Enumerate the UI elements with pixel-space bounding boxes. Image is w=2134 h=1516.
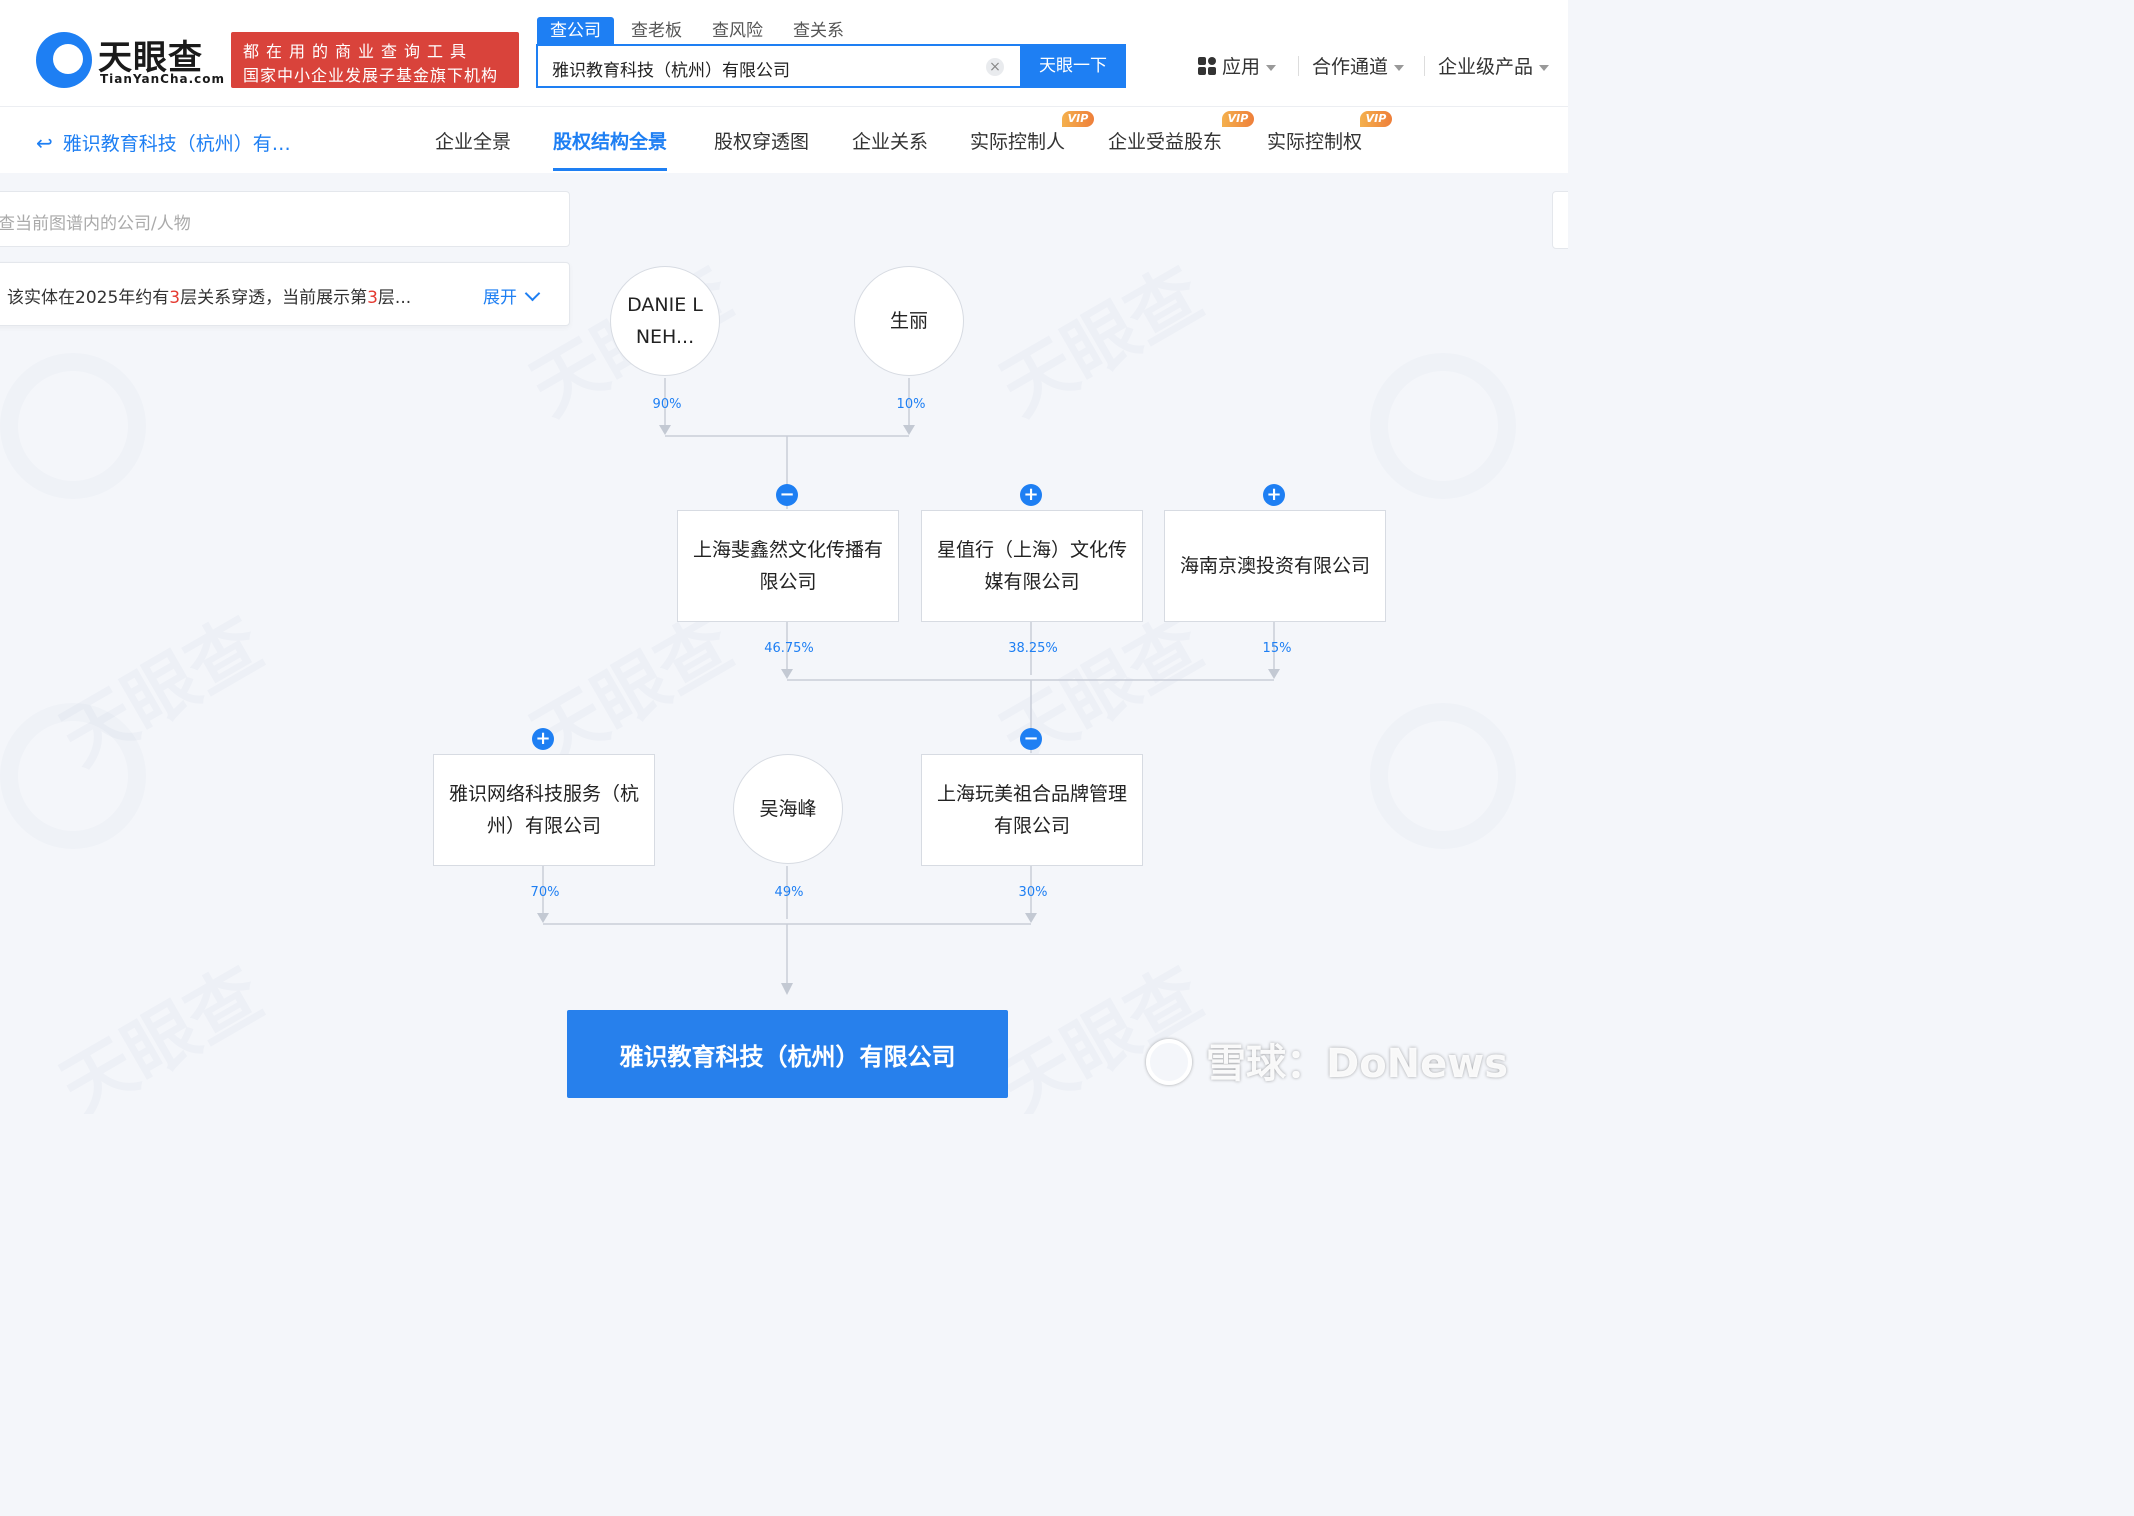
tab-search-company[interactable]: 查公司 (537, 17, 614, 45)
logo-text-en: TianYanCha.com (100, 72, 226, 86)
person-node[interactable]: DANIE L NEH... (610, 266, 720, 376)
layers-total: 3 (169, 288, 181, 308)
company-node[interactable]: 海南京澳投资有限公司 (1164, 510, 1386, 622)
search-button[interactable]: 天眼一下 (1020, 44, 1126, 88)
nav-divider (1298, 56, 1299, 76)
layers-shown: 3 (367, 288, 378, 308)
vip-badge: VIP (1062, 111, 1094, 127)
tab-search-relation[interactable]: 查关系 (793, 21, 844, 41)
share-percentage: 70% (530, 885, 560, 900)
partner-menu[interactable]: 合作通道 (1312, 52, 1405, 79)
logo-eye-icon (36, 32, 92, 88)
slogan-line-1: 都在用的商业查询工具 (243, 42, 474, 61)
slogan-line-2: 国家中小企业发展子基金旗下机构 (243, 66, 499, 85)
tab-equity-structure[interactable]: 股权结构全景 (553, 127, 668, 171)
partner-label: 合作通道 (1312, 56, 1389, 78)
company-node[interactable]: 上海斐鑫然文化传播有限公司 (677, 510, 899, 622)
share-percentage: 46.75% (764, 641, 814, 656)
tab-overview[interactable]: 企业全景 (435, 131, 512, 153)
tab-search-risk[interactable]: 查风险 (712, 21, 763, 41)
company-node[interactable]: 星值行（上海）文化传媒有限公司 (921, 510, 1143, 622)
search-input-value[interactable]: 雅识教育科技（杭州）有限公司 (552, 61, 790, 81)
graph-filter-input[interactable]: 查查当前图谱内的公司/人物 (0, 191, 570, 247)
top-header: 天眼查 TianYanCha.com 都在用的商业查询工具 国家中小企业发展子基… (0, 0, 1568, 107)
layer-info-text: 该实体在2025年约有3层关系穿透，当前展示第3层... (7, 288, 412, 308)
share-percentage: 49% (774, 885, 804, 900)
back-to-company[interactable]: ↩ 雅识教育科技（杭州）有… (36, 129, 291, 156)
graph-subnav: ↩ 雅识教育科技（杭州）有… 企业全景 股权结构全景 股权穿透图 企业关系 实际控… (0, 107, 1568, 173)
tab-company-relations[interactable]: 企业关系 (852, 131, 929, 153)
tab-search-boss[interactable]: 查老板 (631, 21, 682, 41)
share-percentage: 15% (1262, 641, 1292, 656)
enterprise-menu[interactable]: 企业级产品 (1438, 52, 1550, 79)
person-node[interactable]: 生丽 (854, 266, 964, 376)
chevron-down-icon (1394, 64, 1405, 71)
company-node[interactable]: 上海玩美祖合品牌管理有限公司 (921, 754, 1143, 866)
right-toolbar[interactable] (1552, 191, 1568, 249)
clear-icon[interactable]: × (986, 58, 1004, 76)
tab-control-rights[interactable]: 实际控制权 (1267, 131, 1363, 153)
apps-menu[interactable]: 应用 (1198, 52, 1277, 79)
nav-divider (1424, 56, 1425, 76)
search-input[interactable]: 雅识教育科技（杭州）有限公司 × 天眼一下 (536, 44, 1126, 88)
share-percentage: 90% (652, 397, 682, 412)
share-percentage: 30% (1018, 885, 1048, 900)
target-company-node[interactable]: 雅识教育科技（杭州）有限公司 (567, 1010, 1008, 1098)
tianyancha-logo[interactable]: 天眼查 TianYanCha.com (36, 32, 226, 90)
person-node[interactable]: 吴海峰 (733, 754, 843, 864)
tab-beneficial-owners[interactable]: 企业受益股东 (1108, 131, 1223, 153)
share-percentage: 38.25% (1008, 641, 1058, 656)
xueqiu-logo-icon (1146, 1039, 1192, 1085)
back-arrow-icon: ↩ (36, 131, 53, 155)
vip-badge: VIP (1222, 111, 1254, 127)
share-percentage: 10% (896, 397, 926, 412)
tab-equity-penetration[interactable]: 股权穿透图 (714, 131, 810, 153)
slogan-banner: 都在用的商业查询工具 国家中小企业发展子基金旗下机构 (231, 32, 519, 88)
back-label: 雅识教育科技（杭州）有… (62, 133, 291, 155)
vip-badge: VIP (1360, 111, 1392, 127)
layer-info-panel: 该实体在2025年约有3层关系穿透，当前展示第3层... 展开 (0, 262, 570, 326)
chevron-down-icon (1266, 64, 1277, 71)
expand-button[interactable]: 展开 (483, 283, 541, 308)
tab-actual-controller[interactable]: 实际控制人 (970, 131, 1066, 153)
enterprise-label: 企业级产品 (1438, 56, 1534, 78)
expand-node-icon[interactable]: + (1020, 484, 1042, 506)
apps-label: 应用 (1222, 56, 1261, 78)
collapse-node-icon[interactable]: − (1020, 728, 1042, 750)
expand-node-icon[interactable]: + (1263, 484, 1285, 506)
company-node[interactable]: 雅识网络科技服务（杭州）有限公司 (433, 754, 655, 866)
logo-text-cn: 天眼查 (98, 38, 203, 78)
collapse-node-icon[interactable]: − (776, 484, 798, 506)
chevron-down-icon (1539, 64, 1550, 71)
apps-grid-icon (1198, 56, 1216, 75)
expand-node-icon[interactable]: + (532, 728, 554, 750)
equity-graph-canvas[interactable]: 天眼查 天眼查 天眼查 天眼查 天眼查 天眼查 天眼查 查查当前图谱内的公司/人… (0, 173, 1568, 1114)
xueqiu-watermark: 雪球：DoNews (1146, 1031, 1508, 1091)
graph-filter-placeholder[interactable]: 查查当前图谱内的公司/人物 (0, 214, 191, 234)
graph-edges (537, 378, 1280, 995)
